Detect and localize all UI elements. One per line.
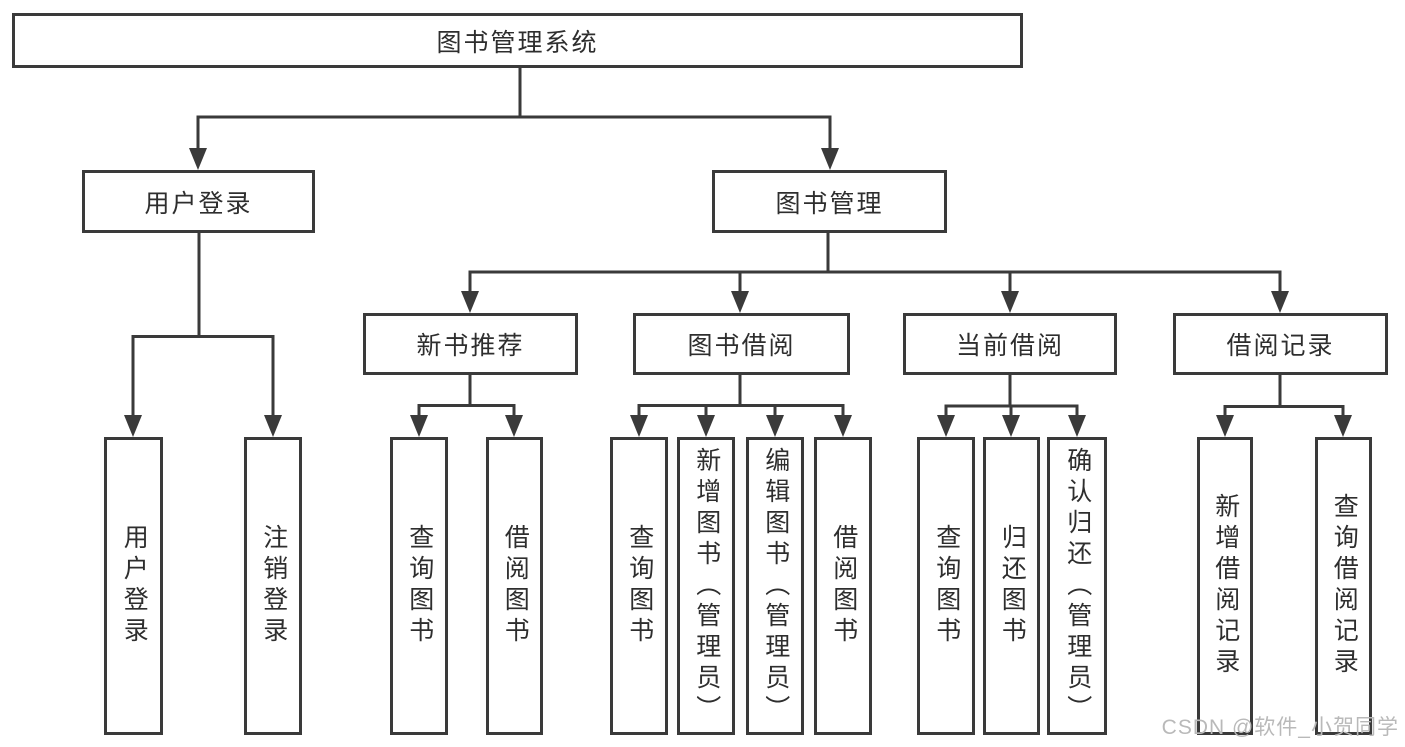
leaf-add-borrow-record-label: 新增借阅记录 xyxy=(1211,493,1240,679)
leaf-user-login-label: 用户登录 xyxy=(120,524,149,648)
node-new-book-recommend: 新书推荐 xyxy=(363,313,578,375)
leaf-query-book-recommend-label: 查询图书 xyxy=(405,524,434,648)
leaf-query-book-borrow-label: 查询图书 xyxy=(625,524,654,648)
leaf-query-book-recommend: 查询图书 xyxy=(390,437,448,735)
node-current-borrow-label: 当前借阅 xyxy=(955,332,1064,360)
node-root: 图书管理系统 xyxy=(12,13,1023,68)
leaf-borrow-book-recommend: 借阅图书 xyxy=(486,437,543,735)
leaf-add-borrow-record: 新增借阅记录 xyxy=(1197,437,1253,735)
leaf-query-book-borrow: 查询图书 xyxy=(610,437,668,735)
watermark: CSDN @软件_小贺同学 xyxy=(1161,716,1399,739)
leaf-logout-login: 注销登录 xyxy=(244,437,302,735)
leaf-return-book-label: 归还图书 xyxy=(998,524,1027,648)
leaf-edit-book-admin-label: 编辑图书（管理员） xyxy=(761,446,790,726)
leaf-return-book: 归还图书 xyxy=(983,437,1040,735)
node-user-login-label: 用户登录 xyxy=(144,189,253,218)
leaf-add-book-admin-label: 新增图书（管理员） xyxy=(692,446,721,726)
node-book-management-label: 图书管理 xyxy=(775,189,884,218)
node-borrow-record-label: 借阅记录 xyxy=(1226,332,1335,360)
leaf-borrow-book: 借阅图书 xyxy=(814,437,872,735)
leaf-query-book-current: 查询图书 xyxy=(917,437,975,735)
leaf-borrow-book-recommend-label: 借阅图书 xyxy=(501,524,530,648)
leaf-confirm-return-admin-label: 确认归还（管理员） xyxy=(1063,446,1092,726)
leaf-query-book-current-label: 查询图书 xyxy=(932,524,961,648)
node-book-management: 图书管理 xyxy=(712,170,947,233)
leaf-add-book-admin: 新增图书（管理员） xyxy=(677,437,735,735)
leaf-confirm-return-admin: 确认归还（管理员） xyxy=(1047,437,1107,735)
node-borrow-record: 借阅记录 xyxy=(1173,313,1388,375)
node-book-borrow: 图书借阅 xyxy=(633,313,850,375)
node-current-borrow: 当前借阅 xyxy=(903,313,1117,375)
leaf-borrow-book-label: 借阅图书 xyxy=(829,524,858,648)
leaf-logout-login-label: 注销登录 xyxy=(259,524,288,648)
node-user-login: 用户登录 xyxy=(82,170,315,233)
leaf-user-login: 用户登录 xyxy=(104,437,163,735)
node-book-borrow-label: 图书借阅 xyxy=(687,332,796,360)
node-root-label: 图书管理系统 xyxy=(436,28,599,57)
leaf-query-borrow-record: 查询借阅记录 xyxy=(1315,437,1372,735)
leaf-query-borrow-record-label: 查询借阅记录 xyxy=(1330,493,1359,679)
node-new-book-recommend-label: 新书推荐 xyxy=(416,332,525,360)
leaf-edit-book-admin: 编辑图书（管理员） xyxy=(746,437,804,735)
